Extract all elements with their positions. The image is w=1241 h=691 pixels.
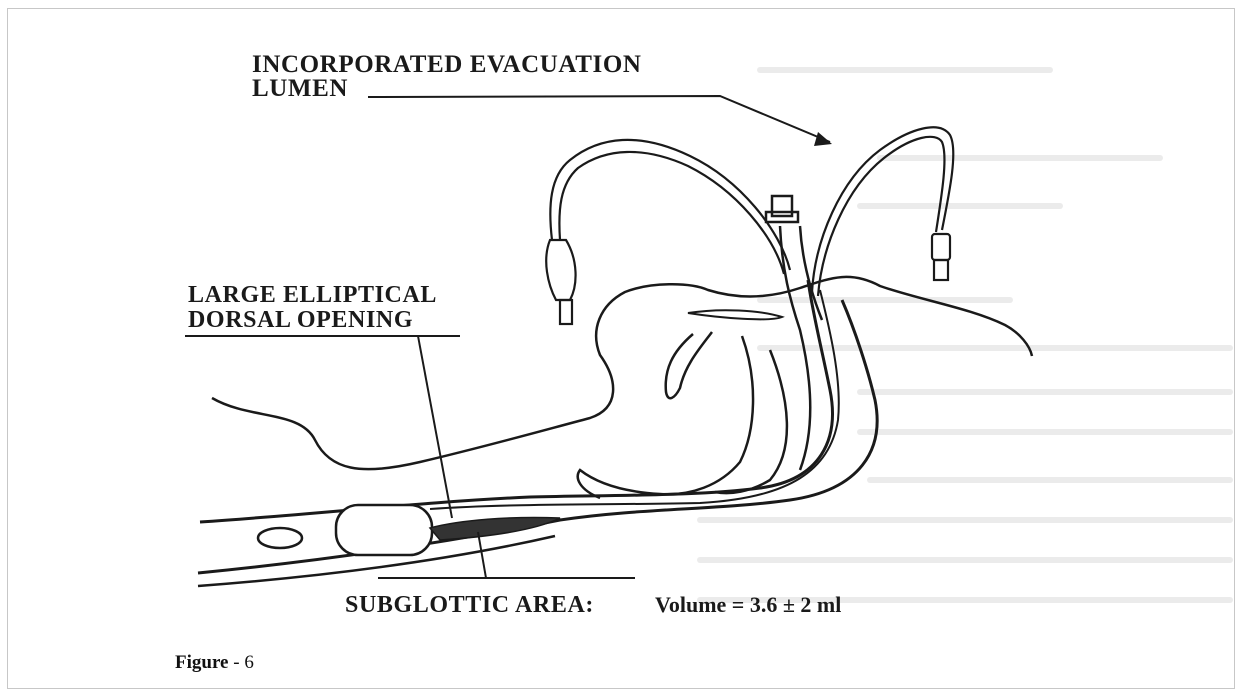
caption-separator: -	[228, 652, 244, 673]
epiglottis-outline	[688, 310, 782, 319]
label-evacuation-lumen-line2: LUMEN	[252, 75, 348, 102]
label-volume: Volume = 3.6 ± 2 ml	[655, 592, 841, 617]
figure-caption: Figure - 6	[175, 652, 254, 674]
label-dorsal-opening-line1: LARGE ELLIPTICAL	[188, 282, 437, 308]
tube-connector	[766, 196, 798, 222]
pilot-balloon-tube	[550, 140, 790, 274]
label-subglottic-area: SUBGLOTTIC AREA:	[345, 592, 594, 618]
caption-number: 6	[244, 652, 254, 673]
caption-label: Figure	[175, 652, 228, 673]
evacuation-lumen-tube	[812, 127, 953, 296]
pilot-balloon	[546, 240, 575, 324]
label-dorsal-opening-line2: DORSAL OPENING	[188, 307, 413, 333]
dorsal-opening	[430, 517, 560, 540]
evacuation-lumen-connector	[932, 234, 950, 280]
tube-inner-line	[430, 290, 839, 509]
tube-cuff	[336, 505, 432, 555]
murphy-eye	[258, 528, 302, 548]
larynx-curve	[666, 332, 712, 398]
label-evacuation-lumen-line1: INCORPORATED EVACUATION	[252, 51, 642, 78]
faint-background-lines	[700, 70, 1230, 600]
